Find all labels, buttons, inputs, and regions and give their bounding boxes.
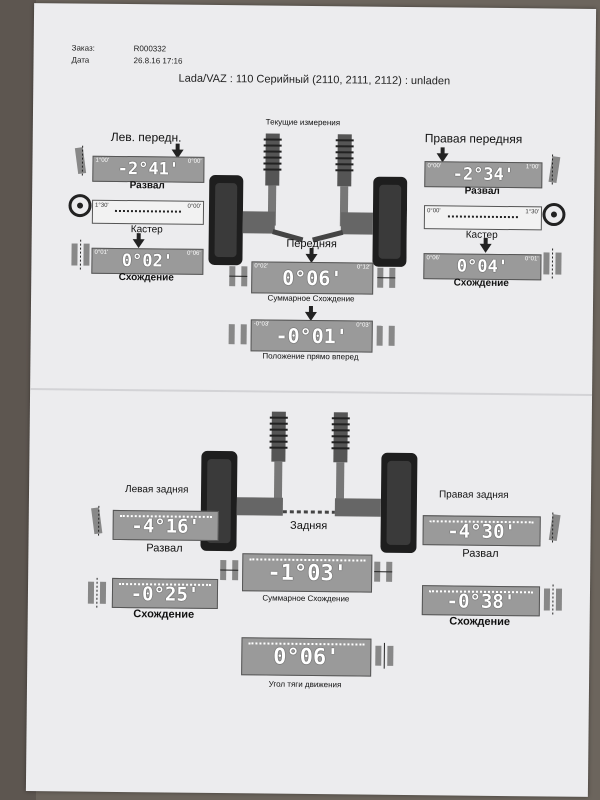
front-left-camber-gauge: 1°00' 0°00' -2°41' <box>92 155 205 183</box>
total-toe-icon <box>377 267 396 288</box>
rear-left-toe-value: -0°25' <box>130 583 200 606</box>
wheel-caster-icon <box>68 194 92 218</box>
front-left-caster-gauge: 1°30' 0°00' <box>91 199 205 225</box>
thrust-angle-label: Угол тяги движения <box>268 679 342 690</box>
rear-right-toe-value: -0°38' <box>446 590 516 614</box>
wheel-toe-icon <box>543 584 563 615</box>
vehicle-title: Lada/VAZ : 110 Серийный (2110, 2111, 211… <box>178 72 451 88</box>
total-toe-icon <box>374 561 393 582</box>
front-total-toe-value: 0°06' <box>282 265 343 291</box>
front-total-toe-label: Суммарное Схождение <box>267 293 355 304</box>
rear-right-camber-label: Развал <box>462 547 499 560</box>
front-right-caster-label: Кастер <box>465 229 498 241</box>
rear-axle-title: Задняя <box>290 519 328 533</box>
rear-left-toe-label: Схождение <box>133 608 195 621</box>
front-right-title: Правая передняя <box>424 131 523 147</box>
rear-left-camber-value: -4°16' <box>131 515 201 538</box>
steering-icon <box>376 325 395 346</box>
wheel-toe-icon <box>71 239 90 270</box>
front-right-caster-max: 1°30' <box>525 209 540 216</box>
thrust-angle-gauge: 0°06' <box>241 637 372 677</box>
steering-icon <box>228 324 247 345</box>
total-toe-icon <box>229 266 248 287</box>
rear-total-toe-gauge: -1°03' <box>241 553 373 593</box>
front-right-camber-label: Развал <box>464 185 500 197</box>
wheel-toe-icon <box>543 248 562 279</box>
front-left-toe-label: Схождение <box>118 271 174 284</box>
current-measurements-label: Текущие измерения <box>265 117 341 128</box>
rear-axle-illustration <box>200 411 418 554</box>
front-total-toe-gauge: 0°02' 0°12' 0°06' <box>251 261 374 295</box>
front-left-camber-label: Развал <box>129 180 165 192</box>
wheel-camber-icon <box>74 145 87 176</box>
rear-left-camber-label: Развал <box>146 542 183 555</box>
rear-left-camber-gauge: -4°16' <box>112 509 219 542</box>
front-right-camber-value: -2°34' <box>452 164 515 186</box>
order-value: R000332 <box>133 44 167 54</box>
front-axle-illustration <box>208 133 408 267</box>
rear-left-title: Левая задняя <box>124 484 189 496</box>
date-label: Дата <box>71 55 90 65</box>
rear-right-title: Правая задняя <box>438 489 509 502</box>
wheel-camber-icon <box>548 154 561 185</box>
rear-right-camber-gauge: -4°30' <box>422 515 541 547</box>
thrust-angle-value: 0°06' <box>273 644 340 671</box>
wheel-camber-icon <box>548 512 561 543</box>
rear-total-toe-value: -1°03' <box>267 560 348 587</box>
straight-ahead-label: Положение прямо вперед <box>262 351 359 362</box>
straight-ahead-gauge: -0°03' 0°03' -0°01' <box>250 319 373 353</box>
front-right-camber-gauge: 0°00' 1°00' -2°34' <box>424 161 543 189</box>
total-toe-icon <box>220 560 239 581</box>
front-right-toe-label: Схождение <box>453 277 509 290</box>
date-value: 26.8.16 17:16 <box>133 56 183 66</box>
rear-right-camber-value: -4°30' <box>447 520 517 544</box>
front-right-toe-value: 0°04' <box>456 256 509 278</box>
wheel-caster-icon <box>542 203 566 227</box>
front-left-title: Лев. передн. <box>110 129 182 145</box>
thrust-angle-icon <box>375 642 394 669</box>
arrow-down-icon <box>132 239 145 249</box>
caster-range-dots <box>114 209 181 215</box>
front-right-caster-min: 0°00' <box>426 208 441 215</box>
order-label: Заказ: <box>71 43 95 53</box>
rear-total-toe-label: Суммарное Схождение <box>262 593 350 604</box>
front-right-caster-gauge: 0°00' 1°30' <box>423 205 543 231</box>
straight-ahead-value: -0°01' <box>275 323 348 349</box>
arrow-down-icon <box>479 243 492 253</box>
wheel-camber-icon <box>91 505 103 536</box>
caster-range-dots <box>448 215 518 221</box>
front-left-toe-gauge: 0°01' 0°06' 0°02' <box>91 247 204 275</box>
alignment-report-sheet: Заказ: R000332 Дата 26.8.16 17:16 Lada/V… <box>25 3 597 797</box>
front-left-caster-max: 0°00' <box>187 203 202 210</box>
front-left-caster-label: Кастер <box>130 224 163 236</box>
front-left-caster-min: 1°30' <box>94 202 109 209</box>
rear-left-toe-gauge: -0°25' <box>111 577 219 610</box>
paper-fold-line <box>30 388 593 396</box>
rear-right-toe-label: Схождение <box>449 615 511 629</box>
front-left-camber-value: -2°41' <box>117 158 180 180</box>
wheel-toe-icon <box>87 577 107 608</box>
front-right-toe-gauge: 0°06' 0°01' 0°04' <box>423 253 542 281</box>
front-left-toe-value: 0°02' <box>121 251 174 272</box>
rear-right-toe-gauge: -0°38' <box>421 585 541 617</box>
